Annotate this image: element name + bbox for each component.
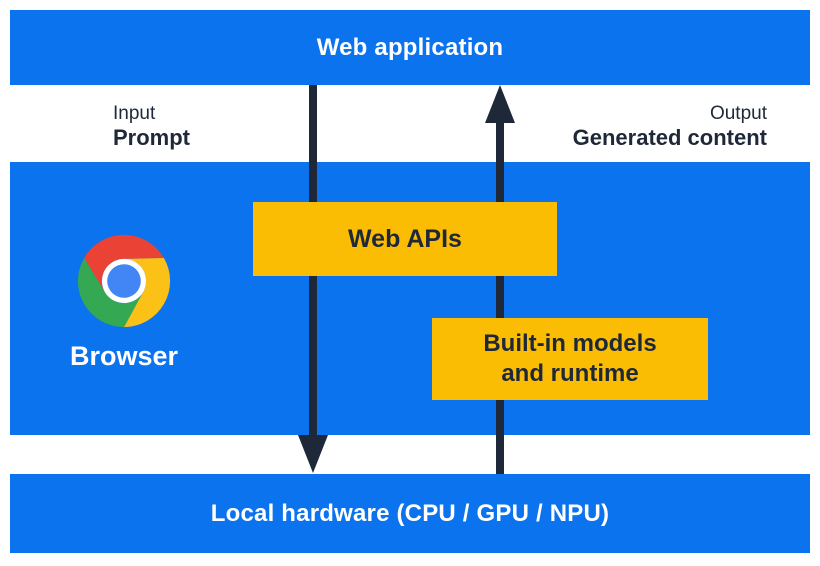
web-apis-box: Web APIs (253, 202, 557, 276)
builtin-models-line1: Built-in models (483, 330, 657, 357)
arrow-up-icon (485, 85, 515, 474)
input-label-group: Input Prompt (113, 102, 190, 151)
arrow-down-icon (298, 85, 328, 473)
browser-label: Browser (69, 341, 179, 371)
builtin-models-box: Built-in models and runtime (432, 318, 708, 400)
input-title: Input (113, 103, 156, 124)
output-value: Generated content (572, 125, 767, 150)
web-apis-label: Web APIs (348, 224, 462, 253)
web-application-bar: Web application (10, 10, 810, 85)
local-hardware-bar: Local hardware (CPU / GPU / NPU) (10, 474, 810, 553)
output-title: Output (709, 103, 767, 124)
web-application-label: Web application (316, 33, 504, 61)
chrome-icon (77, 234, 171, 328)
builtin-models-line2: and runtime (501, 360, 639, 387)
input-value: Prompt (113, 125, 190, 150)
local-hardware-label: Local hardware (CPU / GPU / NPU) (210, 499, 610, 527)
output-label-group: Output Generated content (573, 102, 767, 151)
